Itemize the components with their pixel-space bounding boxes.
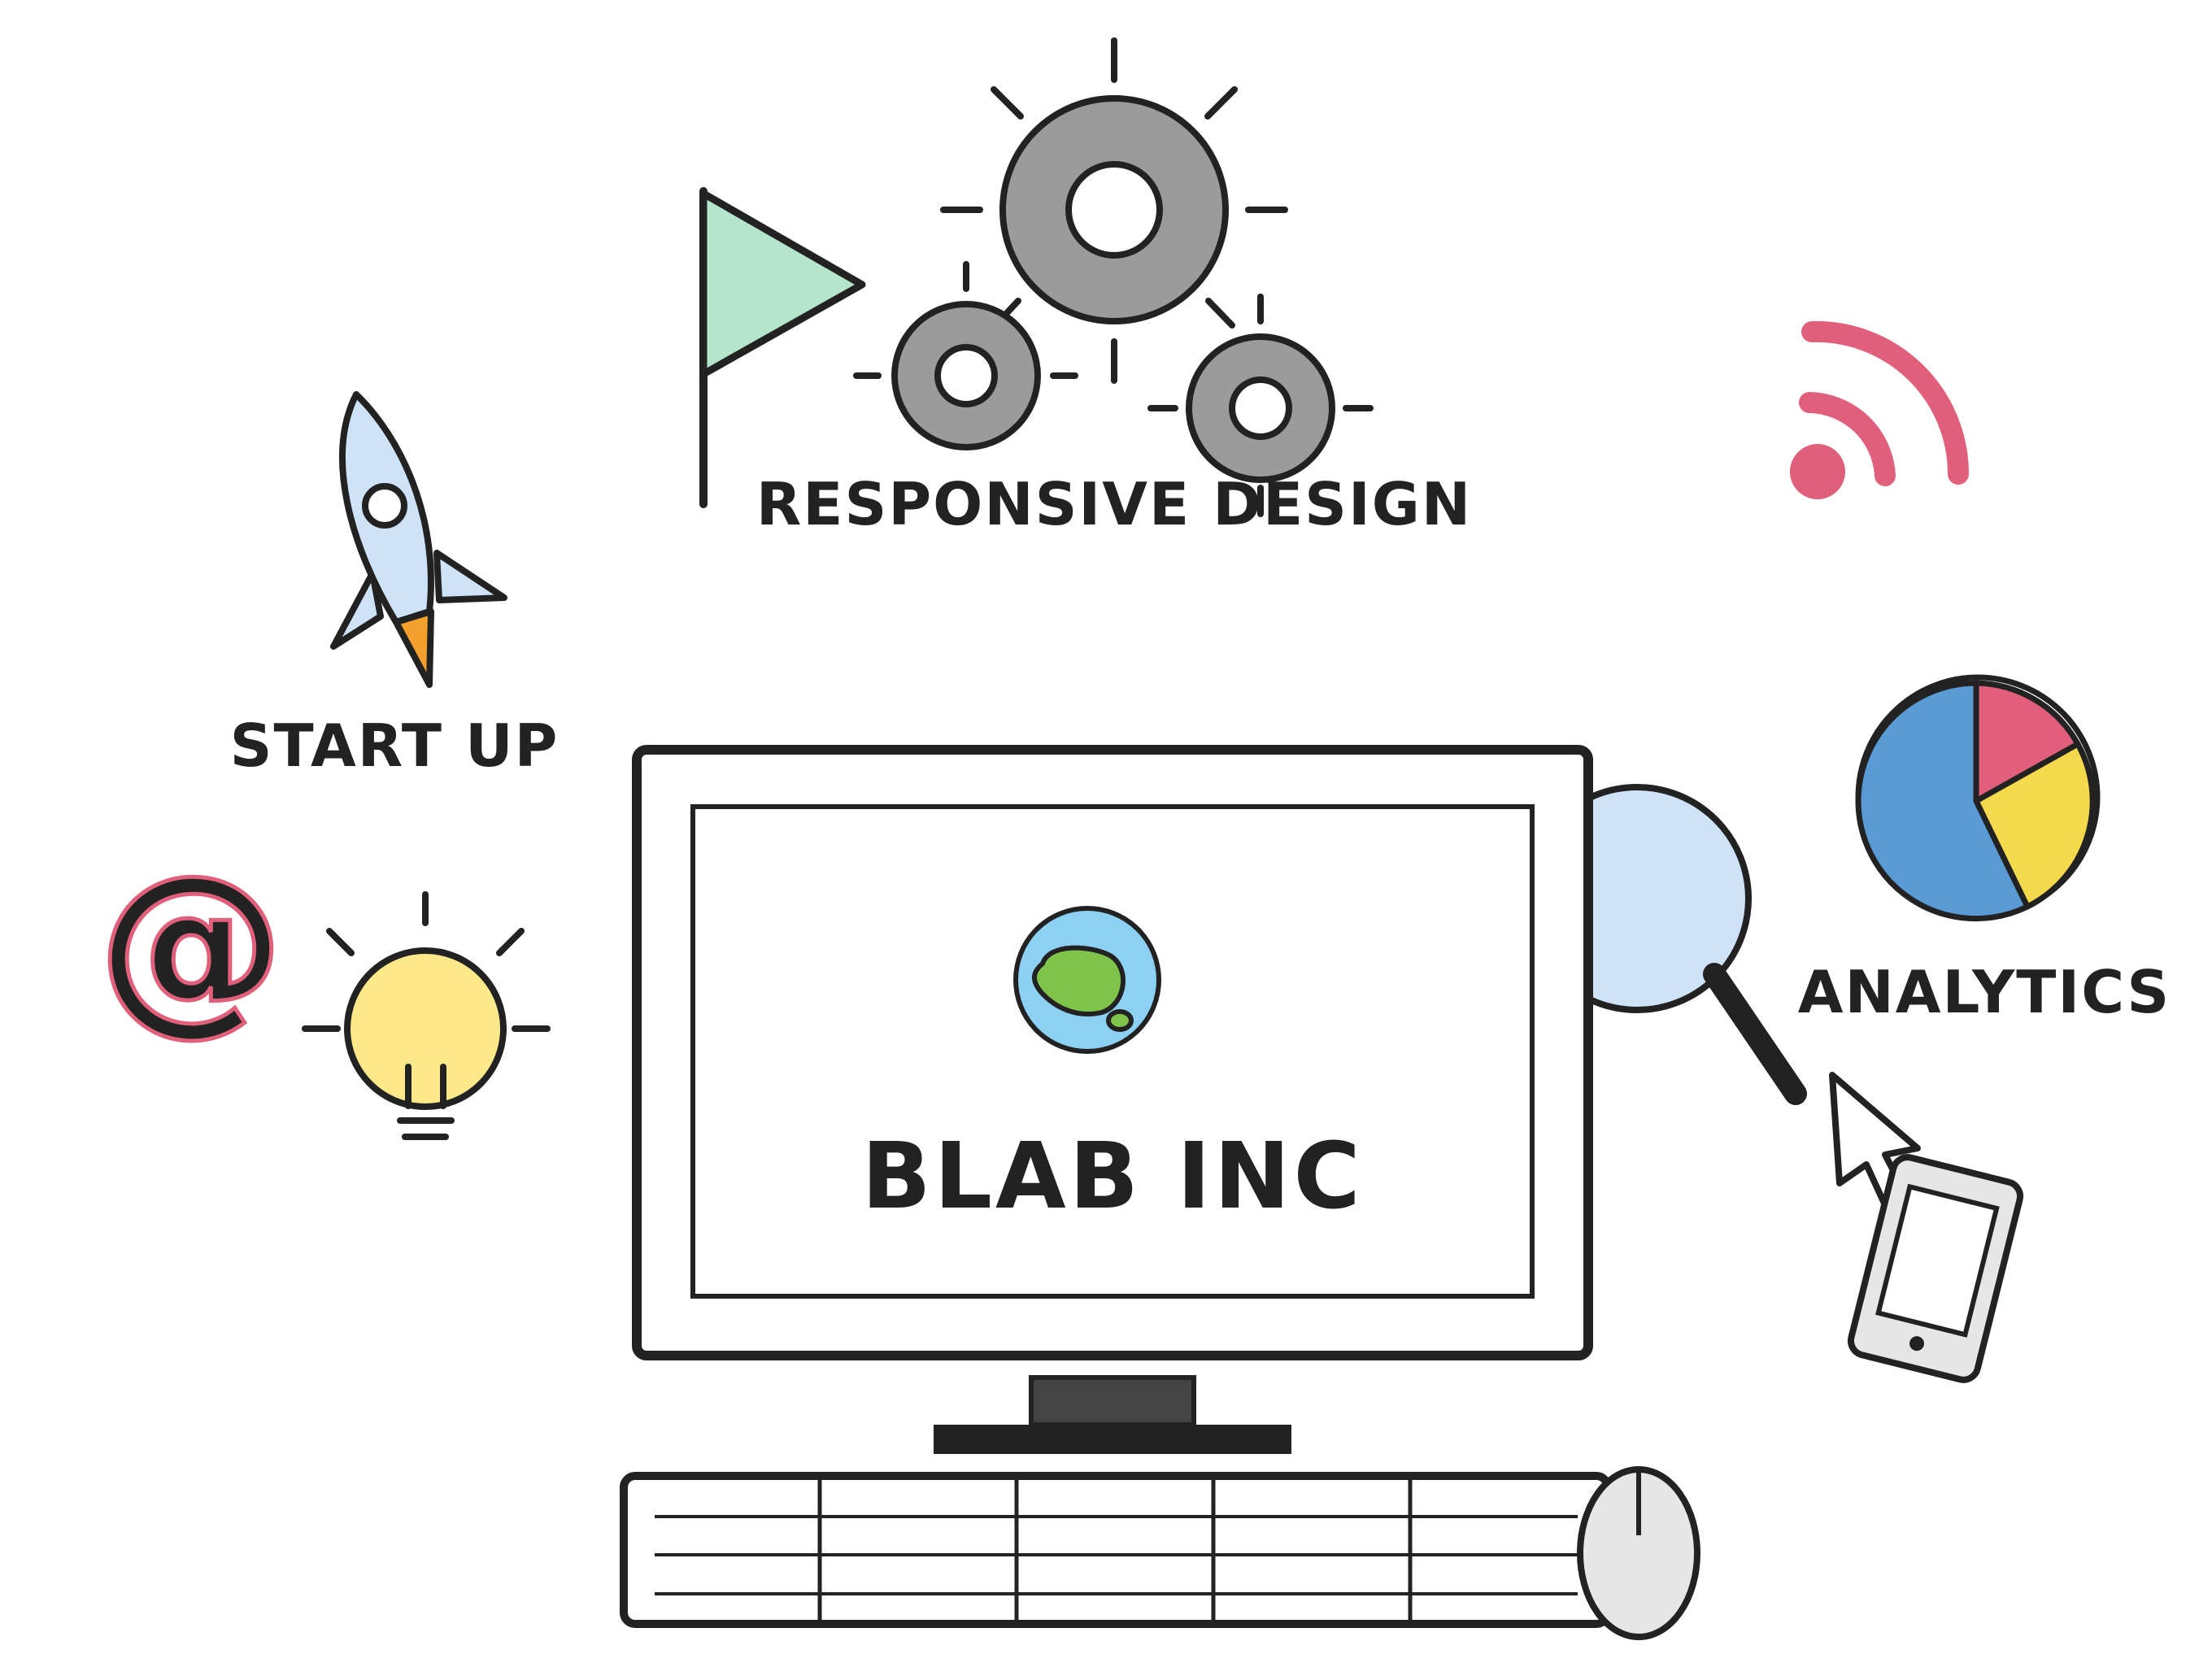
flag-icon [699,187,866,508]
smartphone-icon [1847,1154,2024,1383]
at-sign-icon: @ [98,836,285,1053]
rss-icon [1790,320,1969,499]
analytics-label: ANALYTICS [1798,958,2171,1026]
brand-name: BLAB INC [861,1124,1363,1230]
keyboard-icon [620,1472,1612,1628]
pie-chart-icon [1855,674,2101,922]
globe-logo-icon [1013,906,1161,1054]
mouse-icon [1577,1466,1700,1640]
light-bulb-icon [302,891,551,1140]
responsive-design-label: RESPONSIVE DESIGN [756,470,1472,538]
gears-icon [853,37,1374,517]
start-up-label: START UP [230,712,560,780]
rocket-icon [330,391,507,688]
computer-monitor-icon [632,745,1593,1454]
